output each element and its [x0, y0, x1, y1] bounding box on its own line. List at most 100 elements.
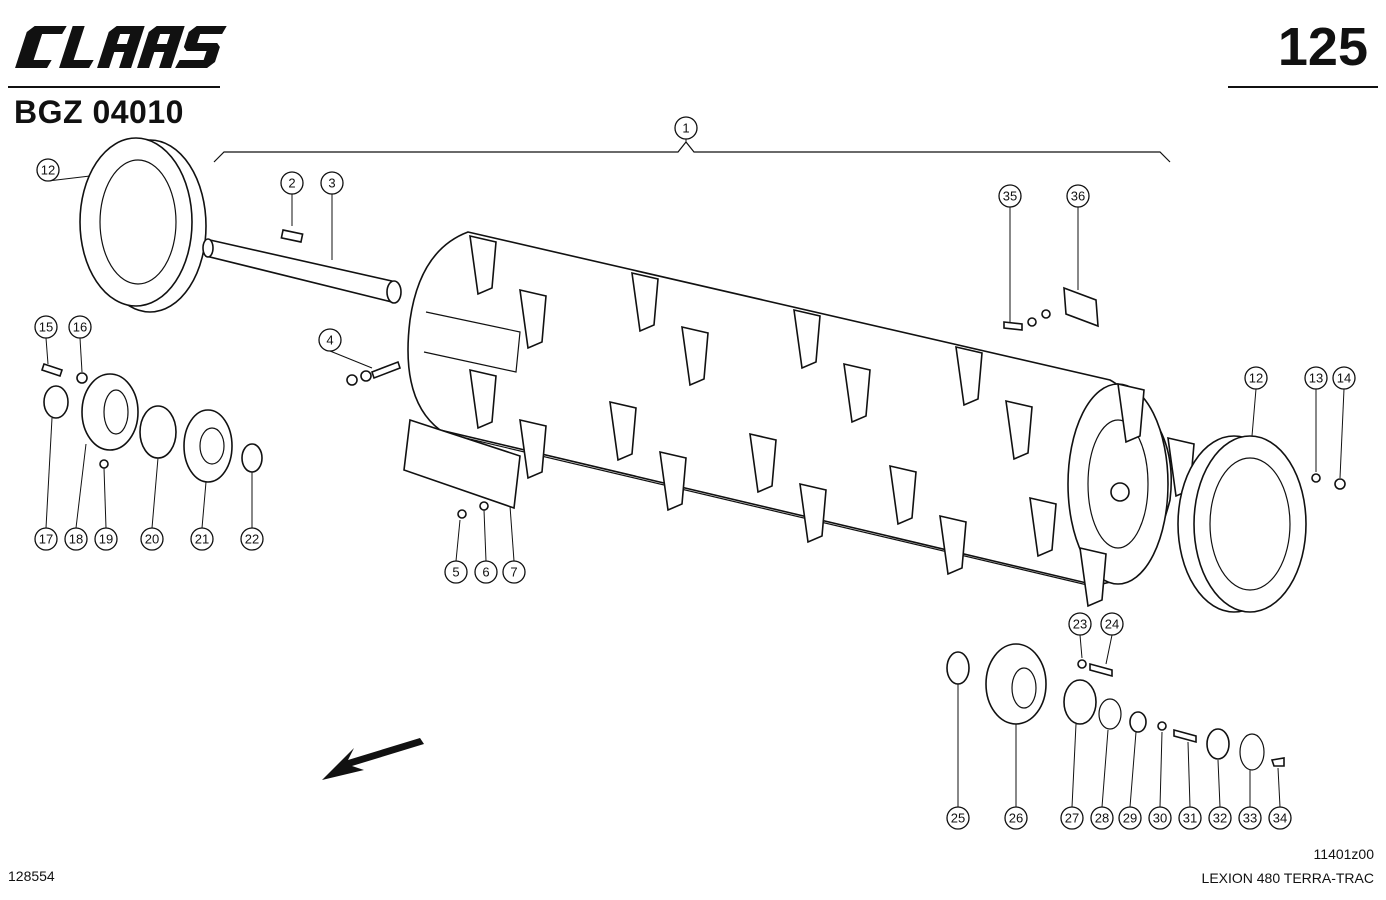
- washer-13: [1311, 473, 1321, 483]
- callout-29: 29: [1118, 731, 1142, 830]
- callout-3: 3: [320, 171, 344, 260]
- leader-line: [1217, 759, 1221, 808]
- leader-line: [75, 443, 87, 529]
- callout-label: 7: [510, 565, 517, 580]
- callout-25: 25: [946, 684, 970, 830]
- callout-12: 12: [36, 158, 91, 182]
- direction-arrow: [322, 738, 424, 780]
- callout-label: 16: [73, 320, 87, 335]
- assembly-bracket: [213, 141, 1171, 163]
- beater-teeth: [469, 234, 1195, 608]
- beater-tooth: [469, 368, 497, 430]
- callout-31: 31: [1178, 741, 1202, 830]
- beater-tooth: [609, 400, 637, 462]
- callout-label: 25: [951, 811, 965, 826]
- leader-line: [45, 417, 53, 529]
- bracket-36: [1003, 286, 1099, 331]
- callout-24: 24: [1100, 612, 1124, 665]
- leader-line: [47, 175, 91, 182]
- leader-line: [483, 509, 487, 562]
- beater-tooth: [749, 432, 777, 494]
- callout-label: 36: [1071, 189, 1085, 204]
- beater-tooth: [659, 450, 687, 512]
- wear-plate: [403, 418, 521, 510]
- callout-label: 27: [1065, 811, 1079, 826]
- callout-27: 27: [1060, 723, 1084, 830]
- callout-label: 35: [1003, 189, 1017, 204]
- header-rule-left: [8, 86, 220, 88]
- callout-15: 15: [34, 315, 58, 365]
- beater-tooth: [469, 234, 497, 296]
- beater-tooth: [519, 418, 547, 480]
- callout-label: 1: [682, 121, 689, 136]
- callout-5: 5: [444, 519, 468, 584]
- beater-tooth: [631, 271, 659, 333]
- callout-33: 33: [1238, 770, 1262, 830]
- beater-tooth: [1079, 546, 1107, 608]
- beater-tooth: [519, 288, 547, 350]
- callout-6: 6: [474, 509, 498, 584]
- beater-drum: [407, 231, 1172, 589]
- callout-label: 3: [328, 176, 335, 191]
- callout-label: 13: [1309, 371, 1323, 386]
- callout-30: 30: [1148, 731, 1172, 830]
- callout-12: 12: [1244, 366, 1268, 437]
- callout-label: 12: [41, 163, 55, 178]
- leader-line: [201, 481, 207, 529]
- callout-14: 14: [1332, 366, 1356, 479]
- callout-13: 13: [1304, 366, 1328, 472]
- callout-22: 22: [240, 472, 264, 551]
- document-code: BGZ 04010: [14, 94, 184, 130]
- leader-line: [151, 457, 159, 529]
- callout-label: 15: [39, 320, 53, 335]
- beater-tooth: [889, 464, 917, 526]
- shaft: [202, 238, 402, 304]
- leader-line: [79, 337, 83, 373]
- leader-line: [1105, 634, 1113, 665]
- callout-18: 18: [64, 443, 88, 551]
- header-rule-right: [1228, 86, 1378, 88]
- leader-line: [455, 519, 461, 562]
- shaft-key: [280, 229, 304, 243]
- callout-17: 17: [34, 417, 58, 551]
- leader-line: [1277, 767, 1281, 808]
- callout-2: 2: [280, 171, 304, 226]
- machine-model: LEXION 480 TERRA-TRAC: [1201, 870, 1374, 886]
- callout-label: 28: [1095, 811, 1109, 826]
- claas-logo: [15, 26, 227, 68]
- sheet-id: 128554: [8, 868, 55, 884]
- callout-26: 26: [1004, 724, 1028, 830]
- callout-label: 17: [39, 532, 53, 547]
- callout-label: 12: [1249, 371, 1263, 386]
- leader-line: [45, 337, 49, 365]
- beater-tooth: [1029, 496, 1057, 558]
- bolt-14: [1334, 478, 1346, 490]
- left-bearing-assembly: [40, 362, 263, 483]
- callout-23: 23: [1068, 612, 1092, 659]
- beater-tooth: [1005, 399, 1033, 461]
- end-disc-left: [79, 137, 207, 313]
- callout-label: 24: [1105, 617, 1119, 632]
- callout-label: 34: [1273, 811, 1287, 826]
- callout-label: 5: [452, 565, 459, 580]
- leader-line: [1159, 731, 1163, 808]
- callout-34: 34: [1268, 767, 1292, 830]
- callout-label: 33: [1243, 811, 1257, 826]
- callout-36: 36: [1066, 184, 1090, 290]
- leader-line: [1339, 388, 1345, 479]
- beater-tooth: [1117, 382, 1145, 444]
- callout-label: 32: [1213, 811, 1227, 826]
- callout-35: 35: [998, 184, 1022, 322]
- callout-label: 14: [1337, 371, 1351, 386]
- leader-line: [1187, 741, 1191, 808]
- leader-line: [1129, 731, 1137, 808]
- callout-label: 23: [1073, 617, 1087, 632]
- leader-line: [103, 467, 107, 529]
- callout-label: 19: [99, 532, 113, 547]
- callout-21: 21: [190, 481, 214, 551]
- page-number: 125: [1277, 17, 1368, 77]
- leader-line: [1071, 723, 1077, 808]
- callout-label: 26: [1009, 811, 1023, 826]
- callout-label: 22: [245, 532, 259, 547]
